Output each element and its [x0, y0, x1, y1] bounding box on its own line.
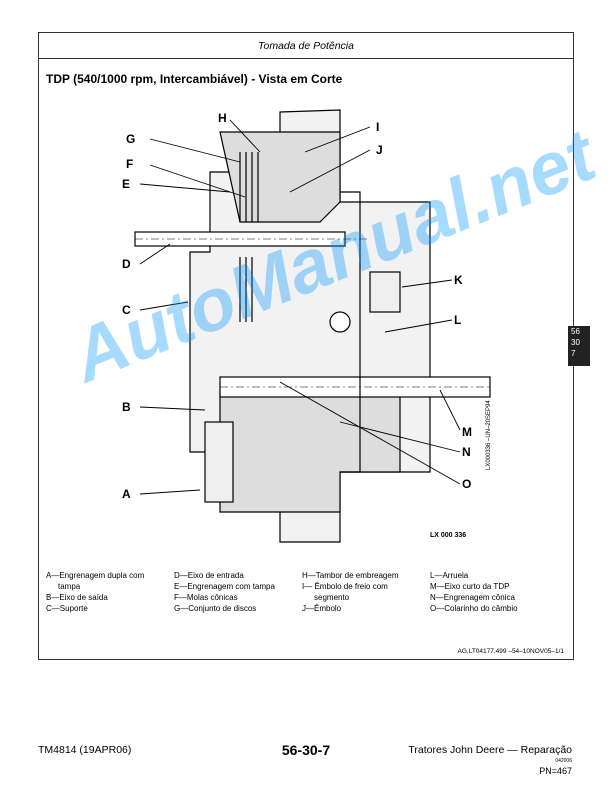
legend-item: L—Arruela — [430, 571, 469, 580]
legend-item: F—Molas cônicas — [174, 593, 238, 602]
legend-item: H—Tambor de embreagem — [302, 571, 399, 580]
bearing — [329, 311, 351, 333]
double-gear — [204, 421, 234, 503]
disk-pack — [239, 152, 259, 322]
reference-code: AG,LT04177,499 –54–10NOV05–1/1 — [457, 648, 565, 655]
side-tab-line: 30 — [571, 338, 580, 347]
section-side-tab: 56 30 7 — [568, 326, 590, 366]
legend-item: B—Eixo de saída — [46, 593, 108, 602]
callout-a: A — [122, 487, 131, 501]
legend-item: D—Eixo de entrada — [174, 571, 244, 580]
legend-item: A—Engrenagem dupla com — [46, 571, 145, 580]
legend-item: C—Suporte — [46, 604, 88, 613]
legend-item: O—Colarinho do câmbio — [430, 604, 518, 613]
legend-item: G—Conjunto de discos — [174, 604, 257, 613]
legend-item: I— Êmbolo de freio com — [302, 582, 388, 591]
legend-item: J—Êmbolo — [302, 604, 342, 613]
footer-page-number: 56-30-7 — [281, 742, 331, 758]
callout-i: I — [376, 120, 379, 134]
legend-column-3: H—Tambor de embreagem I— Êmbolo de freio… — [302, 570, 427, 614]
diagram-vertical-code: LX000336 –UN–20SEP94 — [486, 400, 492, 470]
footer-pn: PN=467 — [539, 766, 572, 776]
legend-item: tampa — [58, 582, 81, 591]
housing-section-top — [219, 131, 341, 223]
callout-n: N — [462, 445, 471, 459]
diagram-image-code: LX 000 336 — [430, 532, 467, 539]
figure-title: TDP (540/1000 rpm, Intercambiável) - Vis… — [46, 72, 343, 86]
callout-m: M — [462, 425, 472, 439]
section-header: Tomada de Potência — [258, 40, 354, 52]
callout-g: G — [126, 132, 135, 146]
callout-f: F — [126, 157, 133, 171]
side-tab-line: 7 — [571, 349, 576, 358]
legend-item: E—Engrenagem com tampa — [174, 582, 275, 591]
header-divider — [38, 58, 574, 59]
legend-item: M—Eixo curto da TDP — [430, 582, 510, 591]
rear-flange — [340, 191, 361, 473]
legend-column-4: L—Arruela M—Eixo curto da TDP N—Engrenag… — [430, 570, 565, 614]
legend-column-2: D—Eixo de entrada E—Engrenagem com tampa… — [174, 570, 299, 614]
legend-item: N—Engrenagem cônica — [430, 593, 515, 602]
footer-code: 042006 — [555, 758, 572, 764]
legend-column-1: A—Engrenagem dupla com tampa B—Eixo de s… — [46, 570, 171, 614]
callout-k: K — [454, 273, 463, 287]
legend-item: segmento — [314, 593, 350, 602]
side-tab-line: 56 — [571, 327, 580, 336]
callout-l: L — [454, 313, 461, 327]
callout-h: H — [218, 111, 227, 125]
housing-section-bottom — [219, 391, 401, 513]
callout-b: B — [122, 400, 131, 414]
footer-manual-id: TM4814 (19APR06) — [38, 744, 132, 756]
callout-e: E — [122, 177, 130, 191]
cone-gear — [369, 271, 401, 313]
callout-j: J — [376, 143, 383, 157]
callout-o: O — [462, 477, 471, 491]
callout-c: C — [122, 303, 131, 317]
footer-book-title: Tratores John Deere — Reparação — [408, 744, 572, 756]
cutaway-diagram: A B C D E F G H I J K L M N O — [40, 92, 570, 562]
callout-d: D — [122, 257, 131, 271]
